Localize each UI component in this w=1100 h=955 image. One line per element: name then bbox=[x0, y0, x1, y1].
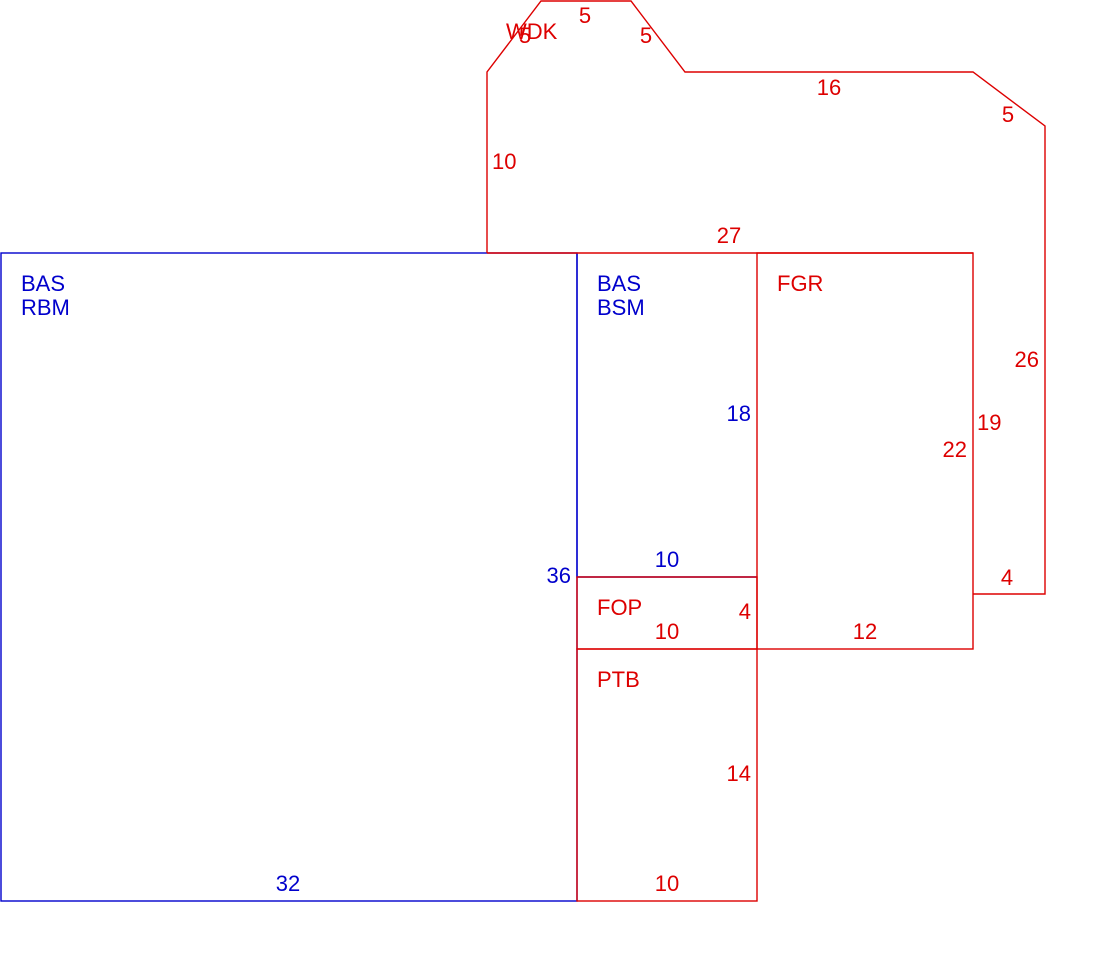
fop-right-dimension: 4 bbox=[739, 599, 751, 624]
wdk-top-dimension: 5 bbox=[579, 3, 591, 28]
bsm-right-dimension: 18 bbox=[727, 401, 751, 426]
wdk-upper-right-diagonal-dimension: 5 bbox=[640, 23, 652, 48]
ptb-right-dimension: 14 bbox=[727, 761, 751, 786]
fgr-garage-outline bbox=[756, 252, 974, 650]
bsm-bottom-dimension: 10 bbox=[655, 547, 679, 572]
fgr-bottom-dimension: 12 bbox=[853, 619, 877, 644]
rbm-right-dimension: 36 bbox=[547, 563, 571, 588]
fop-bottom-dimension: 10 bbox=[655, 619, 679, 644]
fgr-code-label: FGR bbox=[777, 271, 823, 296]
rbm-sub-label: RBM bbox=[21, 295, 70, 320]
ptb-bottom-dimension: 10 bbox=[655, 871, 679, 896]
wdk-upper-run-dimension: 16 bbox=[817, 75, 841, 100]
wdk-deck-outline bbox=[486, 0, 1046, 595]
ptb-area-outline bbox=[576, 648, 758, 902]
wdk-inner-right-dimension: 19 bbox=[977, 410, 1001, 435]
fop-code-label: FOP bbox=[597, 595, 642, 620]
rbm-bottom-dimension: 32 bbox=[276, 871, 300, 896]
bsm-code-label: BAS bbox=[597, 271, 641, 296]
bsm-sub-label: BSM bbox=[597, 295, 645, 320]
fgr-right-dimension: 22 bbox=[943, 437, 967, 462]
rbm-area-outline bbox=[0, 252, 578, 902]
wdk-code-label: WDK bbox=[506, 19, 558, 44]
wdk-left-dimension: 10 bbox=[492, 149, 516, 174]
wdk-right-dimension: 26 bbox=[1015, 347, 1039, 372]
ptb-code-label: PTB bbox=[597, 667, 640, 692]
wdk-upper-left-diagonal-dimension: 5 bbox=[519, 23, 531, 48]
wdk-bottom-step-dimension: 4 bbox=[1001, 565, 1013, 590]
wdk-right-diagonal-dimension: 5 bbox=[1002, 102, 1014, 127]
wdk-base-dimension: 27 bbox=[717, 223, 741, 248]
rbm-code-label: BAS bbox=[21, 271, 65, 296]
